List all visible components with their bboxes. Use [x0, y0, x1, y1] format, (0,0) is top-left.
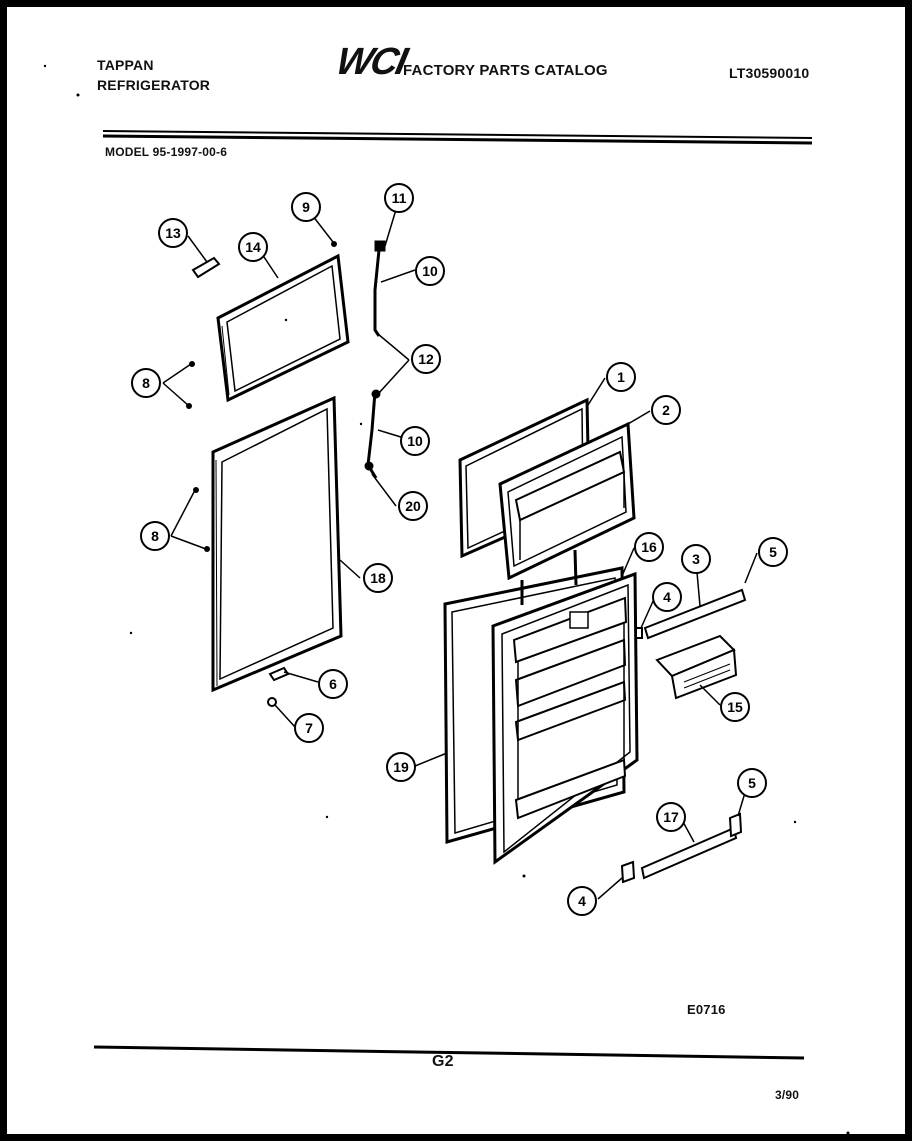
- screw-part: [331, 241, 337, 247]
- callout-10-upper: 10: [415, 256, 445, 286]
- svg-text:13: 13: [165, 225, 181, 241]
- callout-7: 7: [294, 713, 324, 743]
- diagram-code: E0716: [687, 1002, 726, 1017]
- callout-5-upper: 5: [758, 537, 788, 567]
- door-divider-part: [520, 549, 578, 605]
- catalog-page: TAPPAN REFRIGERATOR WCI FACTORY PARTS CA…: [7, 7, 905, 1134]
- svg-text:15: 15: [727, 699, 743, 715]
- svg-text:2: 2: [662, 402, 670, 418]
- catalog-title: FACTORY PARTS CATALOG: [403, 62, 608, 79]
- svg-text:3: 3: [692, 551, 700, 567]
- door-screws-part: [186, 361, 210, 552]
- callout-8-upper: 8: [131, 368, 161, 398]
- callout-16: 16: [634, 532, 664, 562]
- callout-20: 20: [398, 491, 428, 521]
- fresh-food-gasket-part: [443, 566, 626, 844]
- svg-text:7: 7: [305, 720, 313, 736]
- callout-11: 11: [384, 183, 414, 213]
- svg-text:11: 11: [392, 190, 407, 206]
- svg-text:9: 9: [302, 199, 310, 215]
- callout-13: 13: [158, 218, 188, 248]
- svg-text:17: 17: [663, 809, 679, 825]
- freezer-door-liner-part: [498, 421, 636, 581]
- scan-speckles: [43, 64, 850, 1134]
- svg-text:4: 4: [578, 893, 586, 909]
- header-rule: [102, 130, 813, 145]
- callout-1: 1: [606, 362, 636, 392]
- svg-text:16: 16: [641, 539, 657, 555]
- lower-rail-part: [620, 812, 743, 884]
- model-number: MODEL 95-1997-00-6: [105, 145, 228, 159]
- svg-text:5: 5: [748, 775, 756, 791]
- svg-text:20: 20: [405, 498, 421, 514]
- callout-19: 19: [386, 752, 416, 782]
- callout-12: 12: [411, 344, 441, 374]
- svg-text:8: 8: [151, 528, 159, 544]
- page-number: G2: [432, 1053, 454, 1070]
- svg-text:4: 4: [663, 589, 671, 605]
- callout-15: 15: [720, 692, 750, 722]
- hinge-bracket-parts: [364, 240, 386, 479]
- product-type: REFRIGERATOR: [97, 77, 211, 93]
- exploded-parts-diagram: 13 14 9 11 10 12 8 10 20 8 18 6 7 1 2 16…: [43, 64, 850, 1134]
- door-stop-parts: [267, 666, 290, 707]
- callout-4-upper: 4: [652, 582, 682, 612]
- svg-text:6: 6: [329, 676, 337, 692]
- callout-14: 14: [238, 232, 268, 262]
- dairy-door-part: [655, 634, 738, 700]
- document-id: LT30590010: [729, 65, 810, 81]
- freezer-door-gasket-part: [216, 253, 350, 403]
- brand-name: TAPPAN: [97, 57, 154, 73]
- svg-text:18: 18: [370, 570, 386, 586]
- fresh-food-door-liner-part: [491, 571, 639, 865]
- callout-10-lower: 10: [400, 426, 430, 456]
- callout-9: 9: [291, 192, 321, 222]
- footer-rule: [93, 1045, 805, 1060]
- callout-5-lower: 5: [737, 768, 767, 798]
- svg-text:1: 1: [617, 369, 625, 385]
- door-rail-part: [635, 588, 747, 640]
- fresh-food-door-gasket-part: [211, 395, 343, 693]
- svg-text:14: 14: [245, 239, 261, 255]
- svg-text:8: 8: [142, 375, 150, 391]
- callout-8-lower: 8: [140, 521, 170, 551]
- callout-6: 6: [318, 669, 348, 699]
- svg-text:10: 10: [422, 263, 438, 279]
- callout-17: 17: [656, 802, 686, 832]
- svg-text:5: 5: [769, 544, 777, 560]
- callout-labels: 13 14 9 11 10 12 8 10 20 8 18 6 7 1 2 16…: [131, 183, 788, 916]
- callout-3: 3: [681, 544, 711, 574]
- callout-2: 2: [651, 395, 681, 425]
- svg-text:12: 12: [418, 351, 434, 367]
- svg-text:10: 10: [407, 433, 423, 449]
- callout-18: 18: [363, 563, 393, 593]
- revision-date: 3/90: [775, 1088, 800, 1102]
- leader-lines: [162, 202, 758, 900]
- callout-4-lower: 4: [567, 886, 597, 916]
- svg-text:19: 19: [393, 759, 409, 775]
